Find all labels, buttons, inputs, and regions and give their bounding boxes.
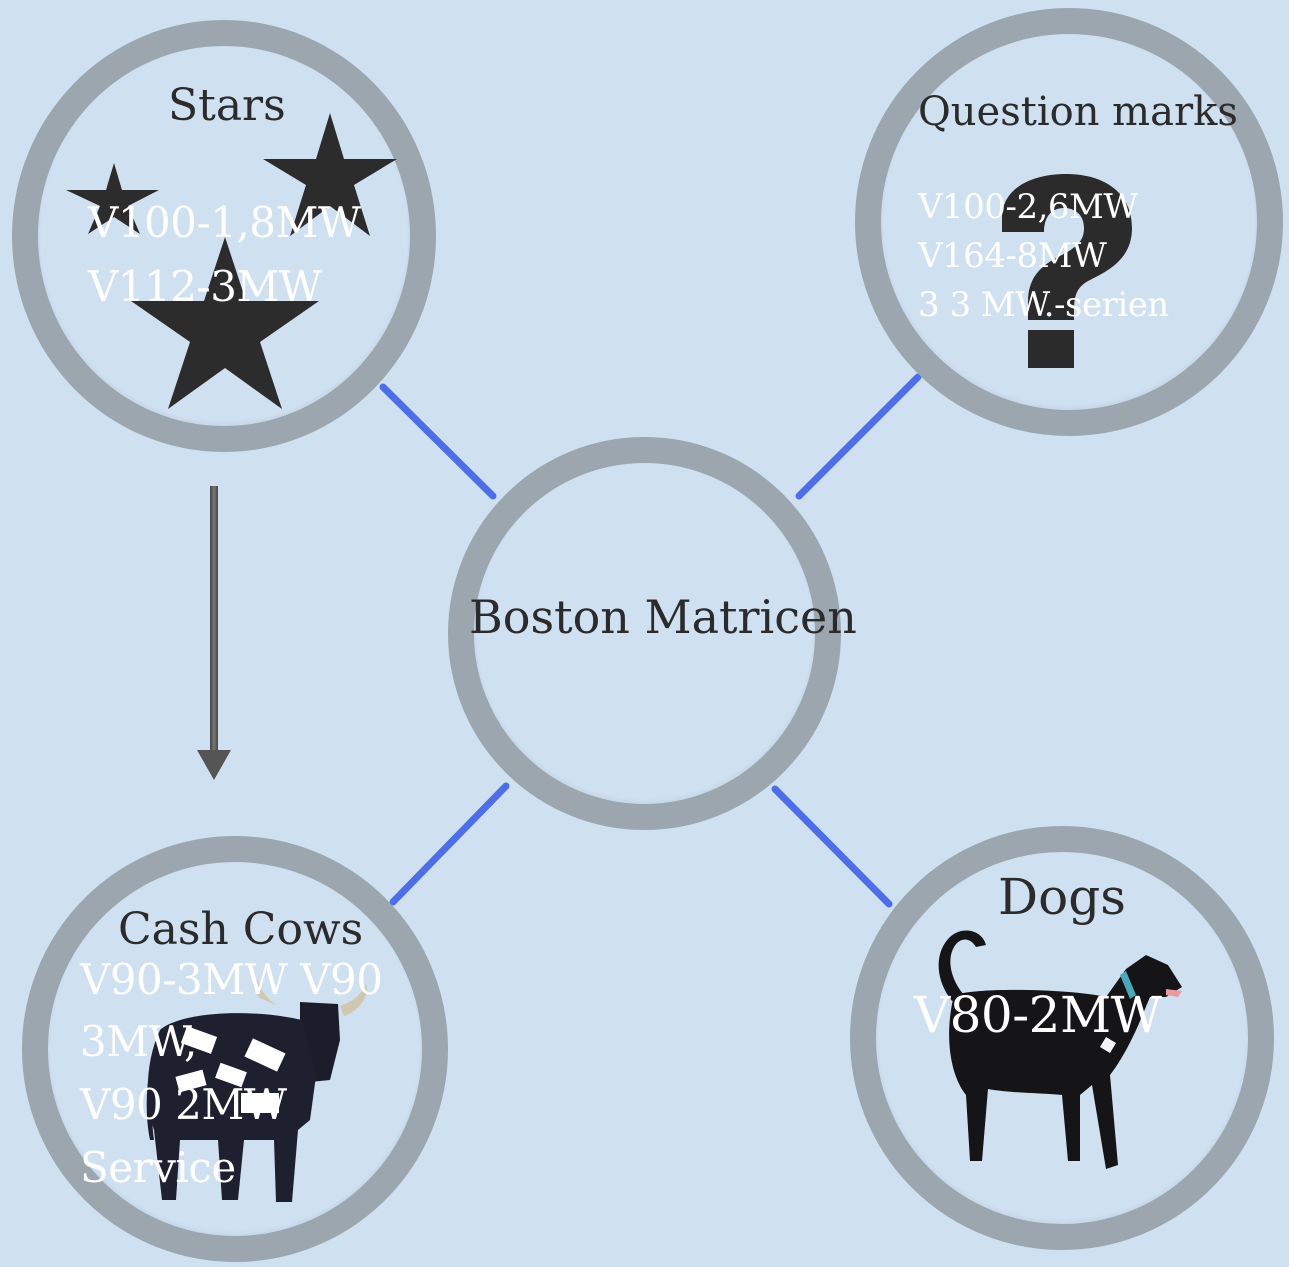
cash-cows-item: Service <box>80 1143 236 1192</box>
connector-stars <box>379 383 497 500</box>
connector-question-marks <box>795 373 922 500</box>
connector-cash-cows <box>389 782 510 906</box>
cash-cows-item: V90-3MW V90 <box>80 955 383 1004</box>
question-marks-title: Question marks <box>918 89 1238 135</box>
cash-cows-item: 3MW, <box>80 1017 197 1066</box>
dogs-title: Dogs <box>998 868 1126 926</box>
star-icon <box>66 113 397 409</box>
stars-title: Stars <box>168 80 286 131</box>
question-marks-item: 3 3 MW.-serien <box>918 285 1169 325</box>
cash-cows-item: V90 2MW <box>80 1080 287 1129</box>
connector-dogs <box>771 785 893 908</box>
down-arrow-icon <box>197 486 231 780</box>
question-mark-icon <box>1002 174 1132 368</box>
cash-cows-title: Cash Cows <box>118 904 364 955</box>
question-marks-item: V164-8MW <box>918 236 1107 276</box>
cow-icon <box>146 980 368 1202</box>
dogs-item: V80-2MW <box>914 986 1162 1044</box>
stars-item: V112-3MW <box>88 262 322 311</box>
dog-icon <box>938 930 1182 1169</box>
stars-item: V100-1,8MW <box>88 198 361 247</box>
question-marks-item: V100-2,6MW <box>918 187 1138 227</box>
center-title: Boston Matricen <box>469 590 857 644</box>
